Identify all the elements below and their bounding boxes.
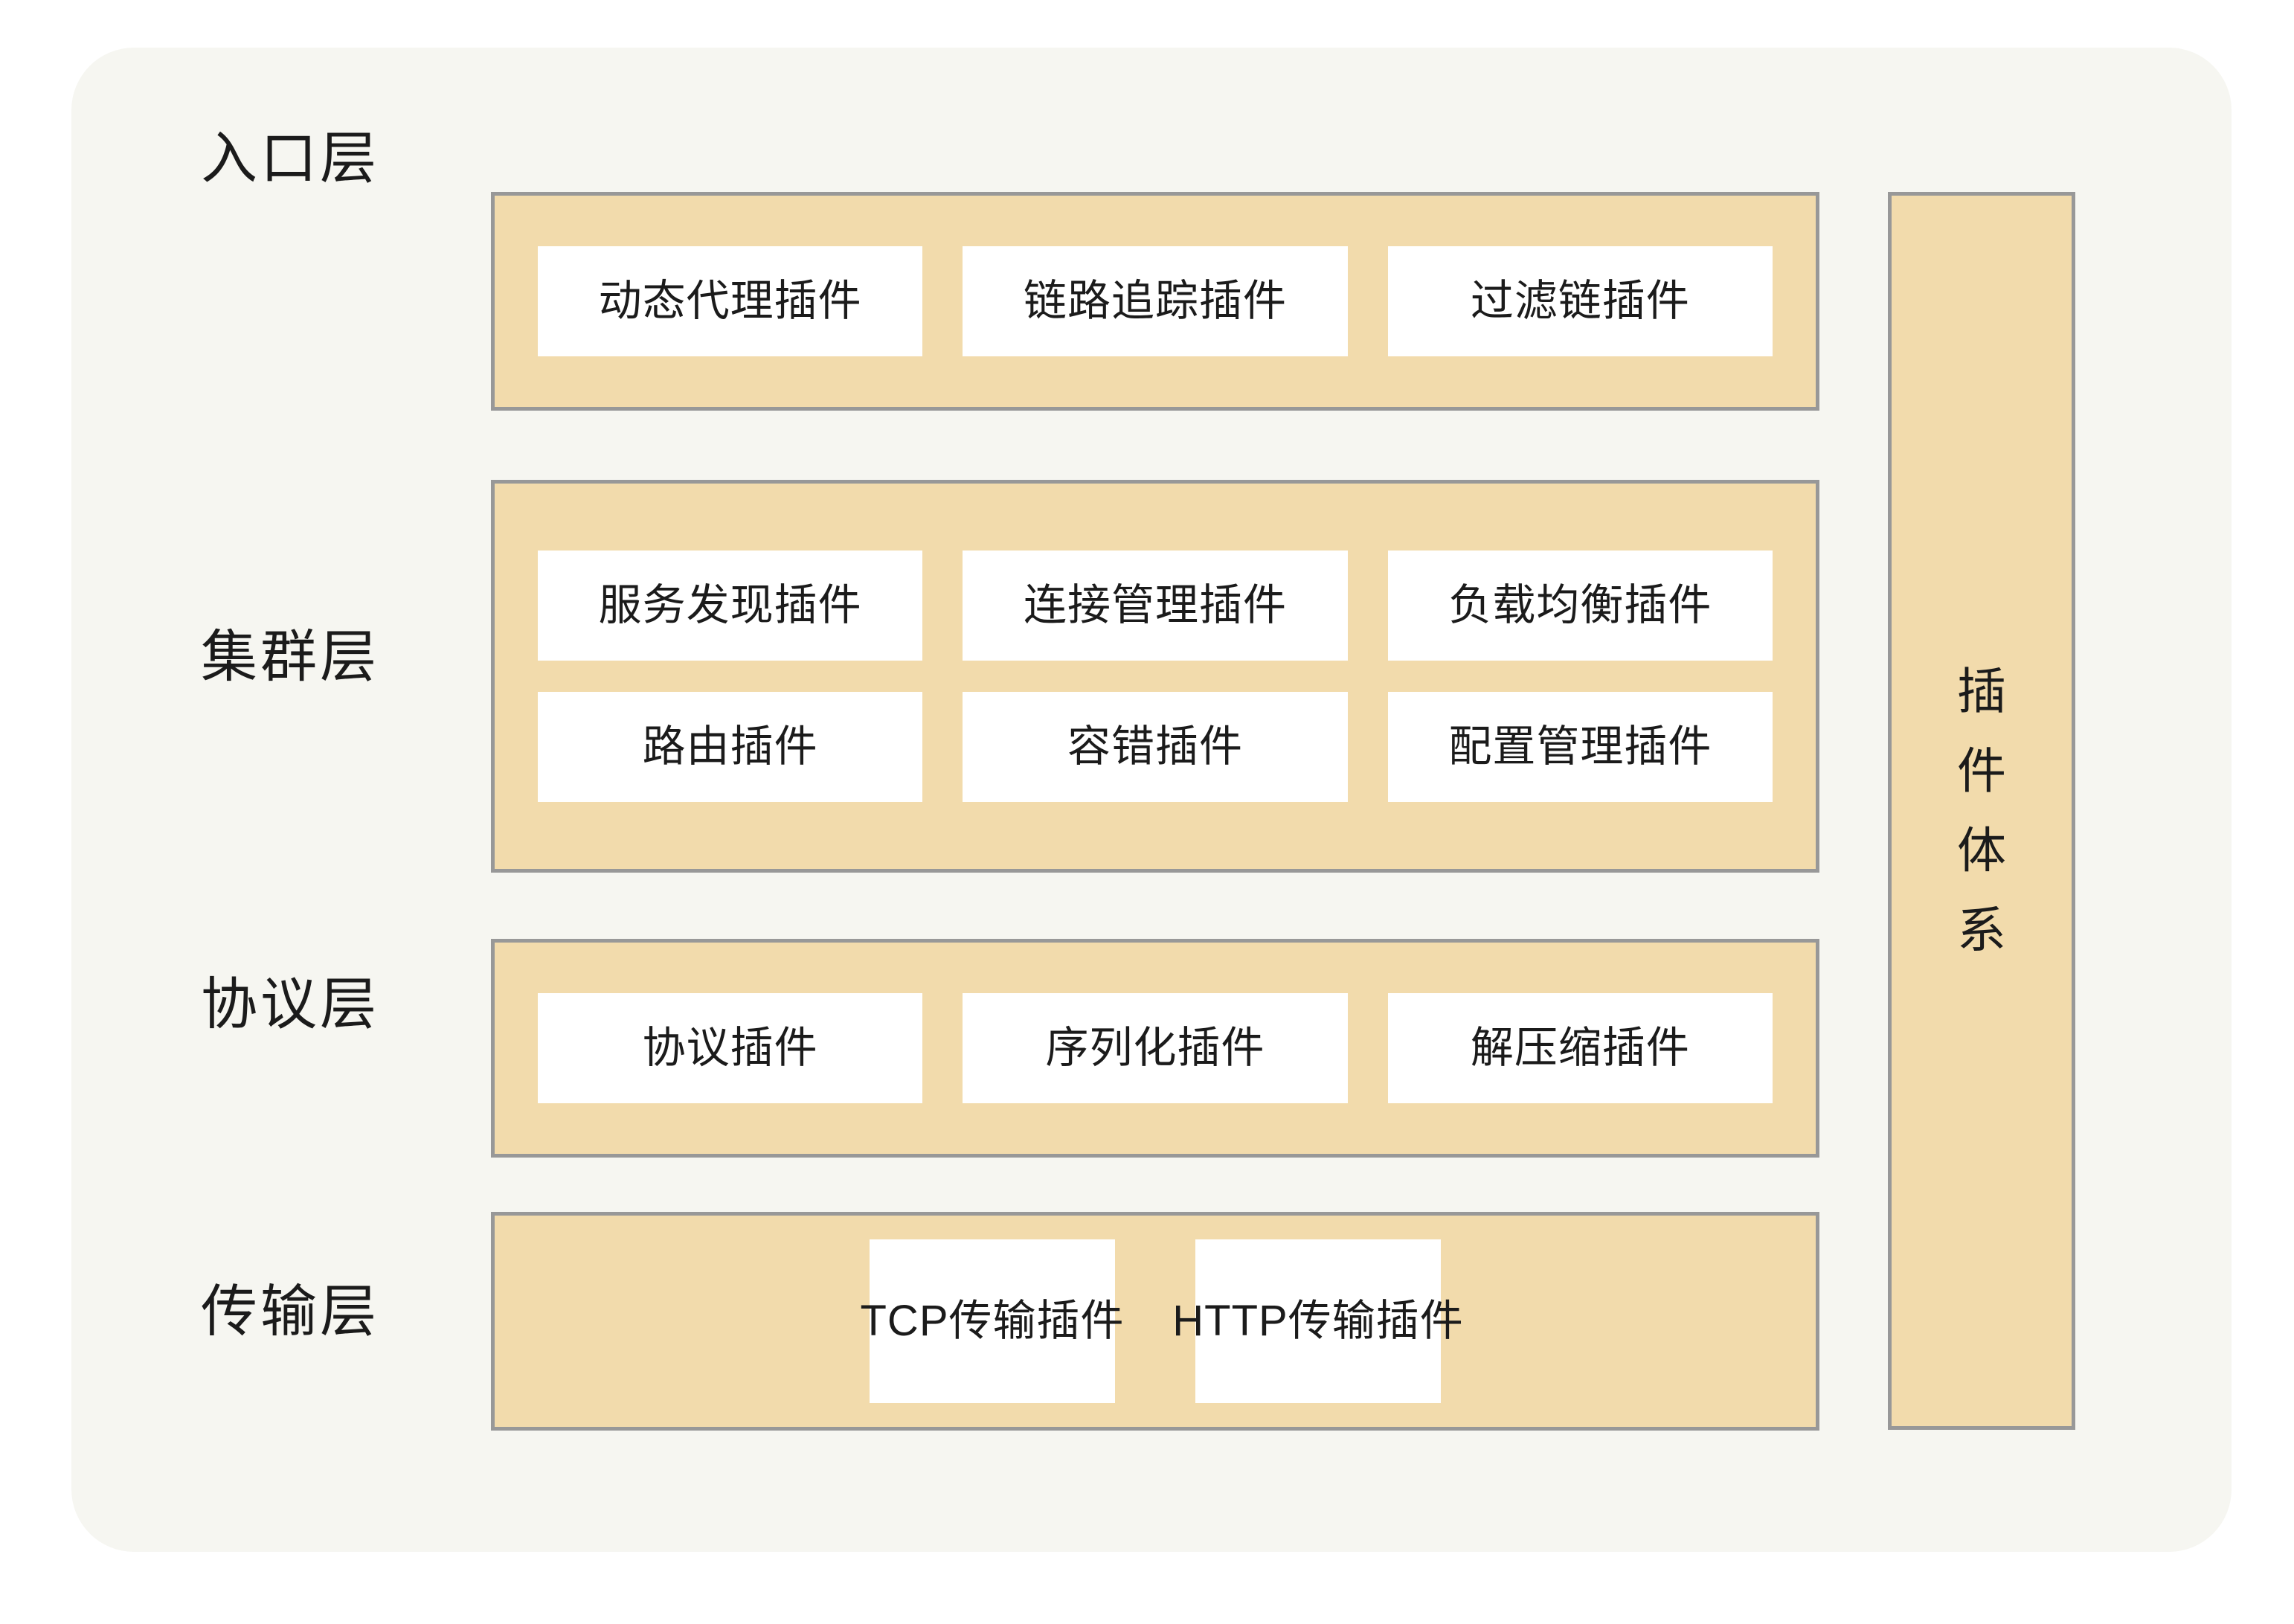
layer-band-grid-cluster: 服务发现插件 连接管理插件 负载均衡插件 路由插件 容错插件 配置管理插件 bbox=[495, 551, 1816, 802]
plugin-chip[interactable]: 过滤链插件 bbox=[1387, 246, 1773, 356]
plugin-chip[interactable]: 链路追踪插件 bbox=[963, 246, 1348, 356]
vertical-title-char: 系 bbox=[1957, 902, 2006, 957]
plugin-system-vertical-title: 插 件 体 系 bbox=[1957, 652, 2006, 970]
layer-band-line: TCP传输插件 HTTP传输插件 bbox=[495, 1239, 1816, 1403]
layer-band-grid-protocol: 协议插件 序列化插件 解压缩插件 bbox=[495, 993, 1816, 1103]
layer-band-line: 协议插件 序列化插件 解压缩插件 bbox=[495, 993, 1816, 1103]
plugin-chip[interactable]: 服务发现插件 bbox=[538, 551, 923, 661]
layer-band-cluster: 服务发现插件 连接管理插件 负载均衡插件 路由插件 容错插件 配置管理插件 bbox=[491, 480, 1819, 873]
layer-band-entry: 动态代理插件 链路追踪插件 过滤链插件 bbox=[491, 192, 1819, 411]
plugin-chip[interactable]: HTTP传输插件 bbox=[1172, 1239, 1463, 1403]
plugin-chip[interactable]: 负载均衡插件 bbox=[1387, 551, 1773, 661]
layer-band-transport: TCP传输插件 HTTP传输插件 bbox=[491, 1212, 1819, 1431]
layer-label-cluster: 集群层 bbox=[201, 626, 379, 689]
layer-band-line: 路由插件 容错插件 配置管理插件 bbox=[495, 692, 1816, 802]
plugin-chip[interactable]: 解压缩插件 bbox=[1387, 993, 1773, 1103]
vertical-title-char: 件 bbox=[1957, 743, 2006, 799]
layer-label-transport: 传输层 bbox=[201, 1280, 379, 1344]
plugin-chip[interactable]: 容错插件 bbox=[963, 692, 1348, 802]
plugin-chip[interactable]: 路由插件 bbox=[538, 692, 923, 802]
layer-label-protocol: 协议层 bbox=[201, 973, 379, 1036]
plugin-chip[interactable]: 序列化插件 bbox=[963, 993, 1348, 1103]
layer-band-line: 服务发现插件 连接管理插件 负载均衡插件 bbox=[495, 551, 1816, 661]
vertical-title-char: 插 bbox=[1957, 664, 2006, 719]
layer-label-entry: 入口层 bbox=[201, 127, 379, 190]
plugin-chip[interactable]: 协议插件 bbox=[538, 993, 923, 1103]
plugin-chip[interactable]: 连接管理插件 bbox=[963, 551, 1348, 661]
plugin-chip[interactable]: 配置管理插件 bbox=[1387, 692, 1773, 802]
vertical-title-char: 体 bbox=[1957, 823, 2006, 878]
layer-band-grid-entry: 动态代理插件 链路追踪插件 过滤链插件 bbox=[495, 246, 1816, 356]
layer-band-grid-transport: TCP传输插件 HTTP传输插件 bbox=[495, 1239, 1816, 1403]
layer-band-protocol: 协议插件 序列化插件 解压缩插件 bbox=[491, 939, 1819, 1158]
plugin-chip[interactable]: 动态代理插件 bbox=[538, 246, 923, 356]
layer-band-line: 动态代理插件 链路追踪插件 过滤链插件 bbox=[495, 246, 1816, 356]
plugin-chip[interactable]: TCP传输插件 bbox=[861, 1239, 1124, 1403]
plugin-system-sidebar: 插 件 体 系 bbox=[1888, 192, 2075, 1430]
